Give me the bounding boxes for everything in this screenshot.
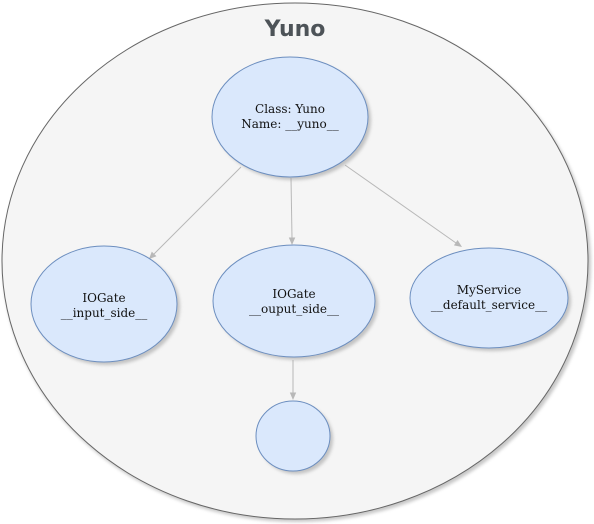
node-yuno-name-label: Name: __yuno__ bbox=[241, 117, 338, 131]
node-ouput-side-name-label: __ouput_side__ bbox=[249, 302, 339, 316]
node-input-side-ellipse bbox=[30, 245, 178, 363]
edge-yuno-to-input-side bbox=[149, 166, 242, 259]
edges-layer bbox=[149, 164, 462, 400]
edge-yuno-to-default-service bbox=[344, 164, 462, 247]
diagram-title: Yuno bbox=[264, 17, 326, 42]
node-input-side-class-label: IOGate bbox=[82, 291, 125, 305]
edge-yuno-to-ouput-side bbox=[288, 177, 296, 245]
node-ouput-side-class-label: IOGate bbox=[272, 287, 315, 301]
node-default-service[interactable]: MyService __default_service__ bbox=[409, 247, 571, 351]
node-unnamed[interactable] bbox=[255, 400, 333, 474]
node-yuno-class-label: Class: Yuno bbox=[255, 102, 325, 116]
node-ouput-side[interactable]: IOGate __ouput_side__ bbox=[212, 244, 378, 360]
node-yuno[interactable]: Class: Yuno Name: __yuno__ bbox=[211, 56, 371, 180]
node-unnamed-ellipse bbox=[255, 400, 331, 472]
node-yuno-ellipse bbox=[211, 56, 369, 178]
node-input-side[interactable]: IOGate __input_side__ bbox=[30, 245, 180, 365]
node-default-service-ellipse bbox=[409, 247, 569, 349]
node-input-side-name-label: __input_side__ bbox=[61, 306, 148, 320]
edge-ouput-side-to-unnamed bbox=[289, 360, 297, 400]
node-default-service-name-label: __default_service__ bbox=[431, 298, 547, 312]
node-ouput-side-ellipse bbox=[212, 244, 376, 358]
node-default-service-class-label: MyService bbox=[457, 283, 522, 297]
